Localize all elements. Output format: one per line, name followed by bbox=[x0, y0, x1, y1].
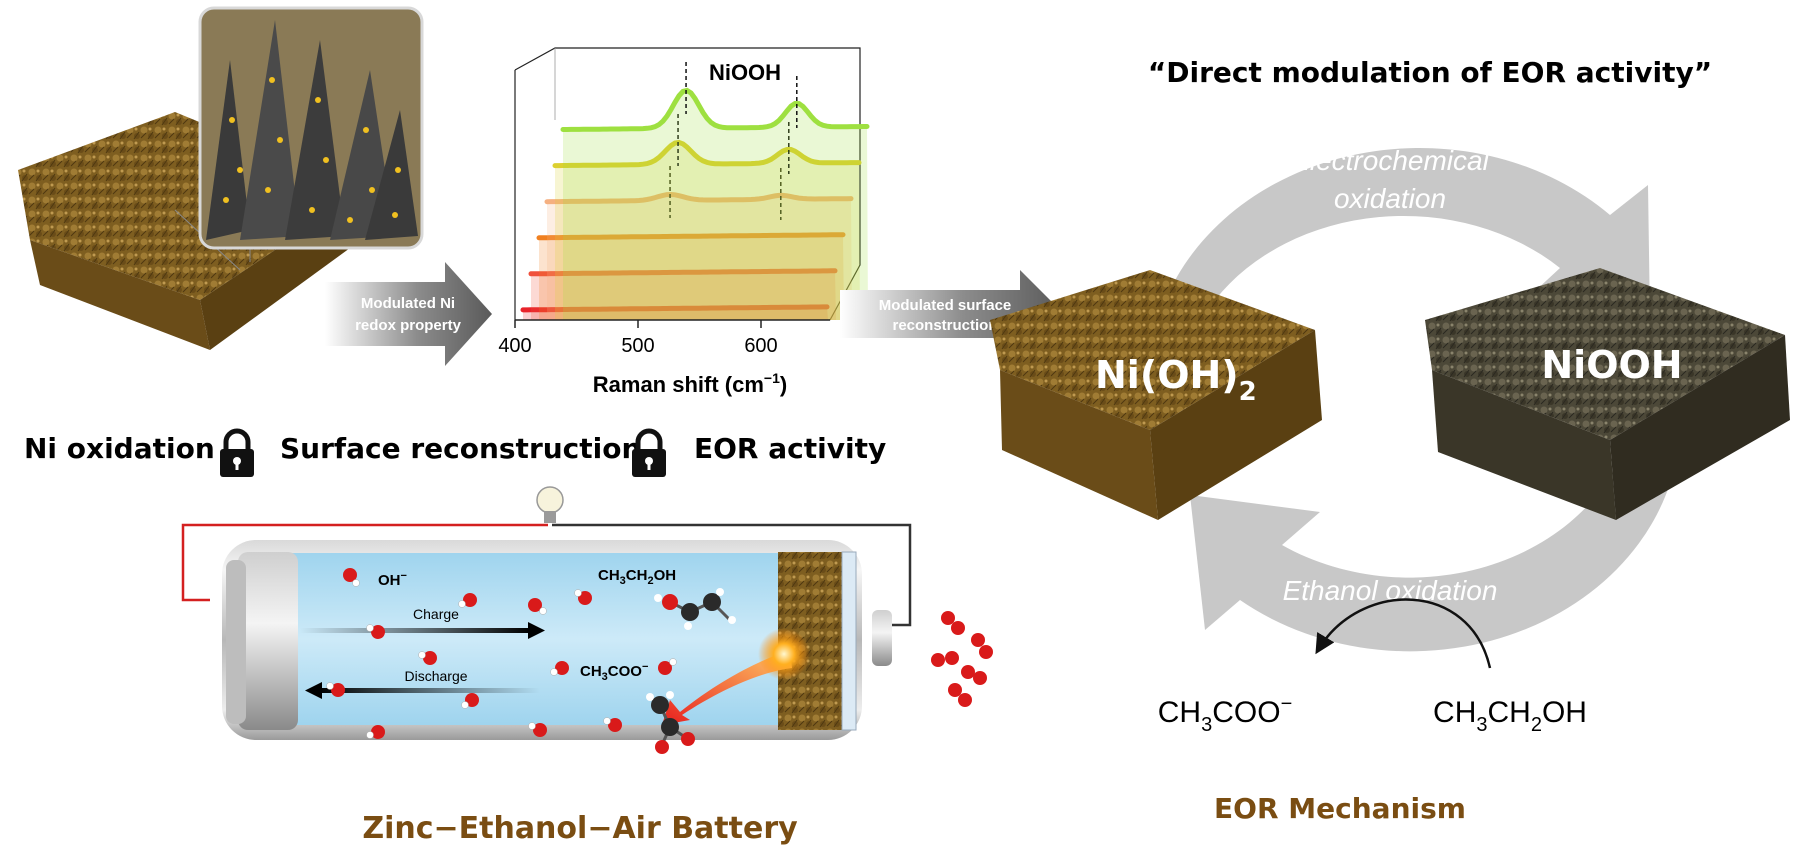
raman-trace-fill-5 bbox=[555, 142, 860, 320]
niooh-material-block: NiOOH bbox=[1425, 268, 1790, 520]
reactant-ethanol: CH3CH2OH bbox=[1433, 696, 1587, 736]
locked-chain-row: Ni oxidation Surface reconstruction EOR … bbox=[24, 428, 886, 477]
cycle-top-label-line2: oxidation bbox=[1334, 183, 1446, 214]
catalyst-material-topleft bbox=[18, 6, 424, 350]
raman-trace-fill-2 bbox=[531, 270, 836, 320]
electrolyte bbox=[282, 553, 792, 725]
raman-trace-6 bbox=[560, 87, 870, 132]
molecule-icons bbox=[326, 568, 993, 754]
cell-terminal bbox=[872, 610, 892, 666]
raman-trace-fill-4 bbox=[547, 194, 852, 320]
charge-label: Charge bbox=[413, 606, 459, 622]
raman-x-axis-label: Raman shift (cm−1) bbox=[593, 370, 787, 397]
arrow1-label-line2: redox property bbox=[355, 317, 462, 334]
raman-tick-400: 400 bbox=[498, 335, 531, 357]
reaction-sweep-arrow bbox=[662, 650, 792, 725]
reaction-arrow bbox=[1315, 598, 1492, 669]
raman-peak-label: NiOOH bbox=[709, 60, 781, 85]
mechanism-caption: EOR Mechanism bbox=[1214, 792, 1466, 825]
raman-spectra-traces bbox=[520, 62, 870, 321]
mechanism-quote: “Direct modulation of EOR activity” bbox=[1148, 56, 1712, 89]
arrow1-label-line1: Modulated Ni bbox=[361, 295, 455, 312]
material-label-niooh: NiOOH bbox=[1541, 343, 1682, 387]
raman-trace-4 bbox=[544, 191, 854, 205]
material-label-nioh2: Ni(OH)2 bbox=[1095, 353, 1257, 407]
raman-trace-5 bbox=[552, 139, 862, 169]
raman-tick-500: 500 bbox=[621, 335, 654, 357]
raman-x-ticks bbox=[514, 320, 762, 328]
zinc-anode bbox=[238, 552, 298, 730]
padlock-icon bbox=[632, 428, 666, 477]
raman-tick-600: 600 bbox=[744, 335, 777, 357]
chain-eor-activity: EOR activity bbox=[694, 432, 886, 465]
raman-trace-3 bbox=[536, 232, 846, 241]
battery-caption: Zinc−Ethanol−Air Battery bbox=[362, 811, 798, 846]
zinc-ethanol-air-battery: Charge Discharge OH− CH3CH2OH CH3COO− bbox=[181, 486, 993, 846]
eor-mechanism-cycle: “Direct modulation of EOR activity” Elec… bbox=[990, 56, 1790, 825]
right-arrow-icon-1: Modulated Ni redox property bbox=[325, 262, 492, 366]
raman-trace-1 bbox=[520, 304, 830, 313]
chain-ni-oxidation: Ni oxidation bbox=[24, 432, 215, 465]
acetate-label: CH3COO− bbox=[580, 661, 648, 683]
wire-black bbox=[552, 523, 912, 627]
ethanol-label: CH3CH2OH bbox=[598, 567, 676, 587]
nanostructure-zoom-inset bbox=[174, 6, 424, 271]
raman-trace-fill-3 bbox=[539, 234, 844, 320]
discharge-label: Discharge bbox=[404, 668, 467, 684]
niohh2-material-block: Ni(OH)2 bbox=[990, 270, 1322, 520]
padlock-icon bbox=[220, 428, 254, 477]
product-acetate: CH3COO− bbox=[1158, 693, 1293, 736]
chain-surface-reconstruction: Surface reconstruction bbox=[280, 432, 641, 465]
light-bulb-icon bbox=[536, 486, 564, 523]
raman-trace-fill-6 bbox=[563, 90, 868, 321]
hydroxide-label: OH− bbox=[378, 570, 407, 589]
raman-spectra-panel: 400 500 600 Raman shift (cm−1) NiOOH bbox=[498, 47, 870, 397]
wire-red bbox=[181, 523, 548, 602]
raman-trace-2 bbox=[528, 268, 838, 277]
cycle-arrow-icon bbox=[1170, 147, 1681, 652]
cycle-top-label-line1: Electrochemical bbox=[1291, 145, 1489, 176]
arrow2-label-line2: reconstruction bbox=[892, 317, 997, 334]
arrow2-label-line1: Modulated surface bbox=[879, 297, 1012, 314]
